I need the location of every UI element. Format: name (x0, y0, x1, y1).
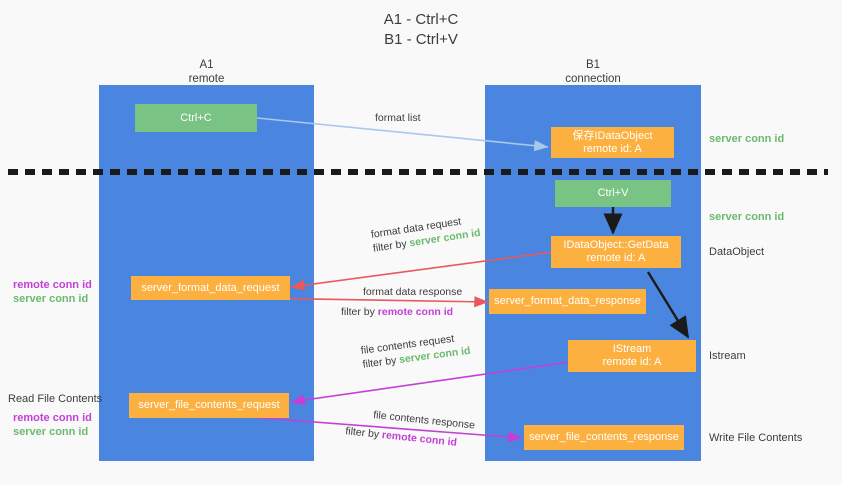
box-server-file-contents-response-label: server_file_contents_response (529, 431, 679, 443)
note-istream: Istream (709, 350, 746, 362)
note-write-file-contents: Write File Contents (709, 432, 803, 444)
box-save-idataobject-line2: remote id: A (583, 142, 642, 155)
box-ctrl-v-label: Ctrl+V (597, 187, 629, 199)
box-istream-line2: remote id: A (602, 356, 662, 368)
edge-label-format-data-response: format data response filter by remote co… (341, 285, 463, 319)
note-format-server-conn: server conn id (13, 293, 89, 305)
note-server-conn-mid: server conn id (709, 211, 785, 223)
edge-format-data-response-line1: format data response (363, 286, 463, 298)
box-server-format-data-request[interactable]: server_format_data_request (131, 276, 290, 300)
box-idataobject-getdata[interactable]: IDataObject::GetData remote id: A (551, 236, 681, 268)
note-dataobject: DataObject (709, 246, 765, 258)
column-a1-role: remote (188, 73, 225, 85)
column-a1-name: A1 (199, 59, 214, 71)
title-line-2: B1 - Ctrl+V (384, 31, 458, 48)
conn-id-remote: remote conn id (377, 306, 454, 318)
arrow-format-list (256, 117, 549, 152)
box-istream-line1: IStream (612, 343, 652, 355)
note-read-file-contents: Read File Contents (8, 393, 103, 405)
box-server-file-contents-request[interactable]: server_file_contents_request (129, 393, 289, 418)
box-server-file-contents-request-label: server_file_contents_request (138, 399, 280, 411)
note-file-conn-ids: remote conn id server conn id (13, 411, 92, 439)
arrow-getdata-to-istream (646, 271, 690, 339)
box-server-format-data-response[interactable]: server_format_data_response (489, 289, 646, 314)
note-format-remote-conn: remote conn id (13, 279, 92, 291)
box-ctrl-c[interactable]: Ctrl+C (135, 104, 257, 132)
note-file-server-conn: server conn id (13, 426, 89, 438)
page-title: A1 - Ctrl+C B1 - Ctrl+V (0, 10, 842, 50)
box-ctrl-c-label: Ctrl+C (180, 111, 212, 124)
note-server-conn-top: server conn id (709, 133, 785, 145)
box-ctrl-v[interactable]: Ctrl+V (555, 180, 671, 207)
column-caption-b1: B1 connection (485, 58, 701, 86)
edge-label-format-list-text: format list (375, 112, 421, 124)
note-file-remote-conn: remote conn id (13, 412, 92, 424)
title-line-1: A1 - Ctrl+C (383, 11, 459, 28)
column-caption-a1: A1 remote (99, 58, 314, 86)
box-save-idataobject-line1: 保存IDataObject (572, 129, 653, 142)
box-istream[interactable]: IStream remote id: A (568, 340, 696, 372)
box-save-idataobject[interactable]: 保存IDataObject remote id: A (551, 127, 674, 158)
box-getdata-line2: remote id: A (586, 252, 646, 264)
box-server-file-contents-response[interactable]: server_file_contents_response (524, 425, 684, 450)
arrow-file-contents-request (290, 361, 570, 406)
box-getdata-line1: IDataObject::GetData (563, 239, 669, 251)
column-b1-name: B1 (585, 59, 601, 71)
box-server-format-data-response-label: server_format_data_response (494, 295, 641, 307)
box-server-format-data-request-label: server_format_data_request (141, 281, 280, 294)
column-b1-role: connection (565, 73, 621, 85)
arrow-format-data-request (290, 251, 553, 291)
edge-label-format-list: format list (375, 111, 421, 125)
note-format-conn-ids: remote conn id server conn id (13, 278, 92, 306)
edge-format-data-response-filter: filter by remote conn id (341, 306, 454, 318)
